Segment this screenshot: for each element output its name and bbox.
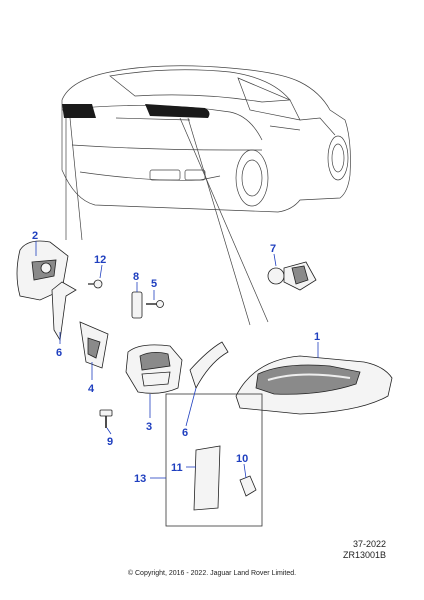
car-illustration (61, 65, 351, 326)
right-tail-lamp-highlight (145, 104, 210, 118)
copyright-footer: © Copyright, 2016 - 2022. Jaguar Land Ro… (128, 569, 296, 577)
drawing-number: ZR13001B (343, 550, 386, 560)
group-box (165, 393, 263, 527)
callout-10: 10 (236, 453, 248, 465)
callout-6-left: 6 (56, 347, 62, 359)
callout-7: 7 (270, 243, 276, 255)
callout-6-centre: 6 (182, 427, 188, 439)
part-8-clip (131, 291, 143, 319)
callout-11: 11 (171, 462, 183, 474)
callout-13: 13 (134, 473, 146, 485)
part-12-screw (88, 279, 103, 289)
callouts: 1 2 3 4 5 6 6 7 8 9 10 11 12 13 (32, 230, 320, 485)
callout-4: 4 (88, 383, 95, 395)
part-1-tail-lamp (235, 355, 393, 415)
callout-9: 9 (107, 436, 113, 448)
part-11-pad (193, 445, 221, 511)
part-4-bracket (79, 321, 109, 369)
callout-3: 3 (146, 421, 152, 433)
part-10-clip (239, 475, 257, 497)
leader-lines (35, 241, 319, 479)
part-6-centre-trim (189, 341, 229, 390)
callout-2: 2 (32, 230, 38, 242)
part-2-inner-lamp (16, 240, 69, 301)
part-3-lamp-unit (125, 344, 183, 394)
callout-5: 5 (151, 278, 157, 290)
callout-8: 8 (133, 271, 139, 283)
left-tail-lamp-highlight (62, 104, 96, 118)
callout-1: 1 (314, 331, 320, 343)
part-9-bolt (99, 409, 113, 428)
part-6-left-trim (51, 281, 77, 342)
part-7-bulb (267, 261, 317, 291)
part-5-fastener (146, 300, 164, 308)
callout-12: 12 (94, 254, 106, 266)
reference-code: 37-2022 (353, 539, 386, 549)
